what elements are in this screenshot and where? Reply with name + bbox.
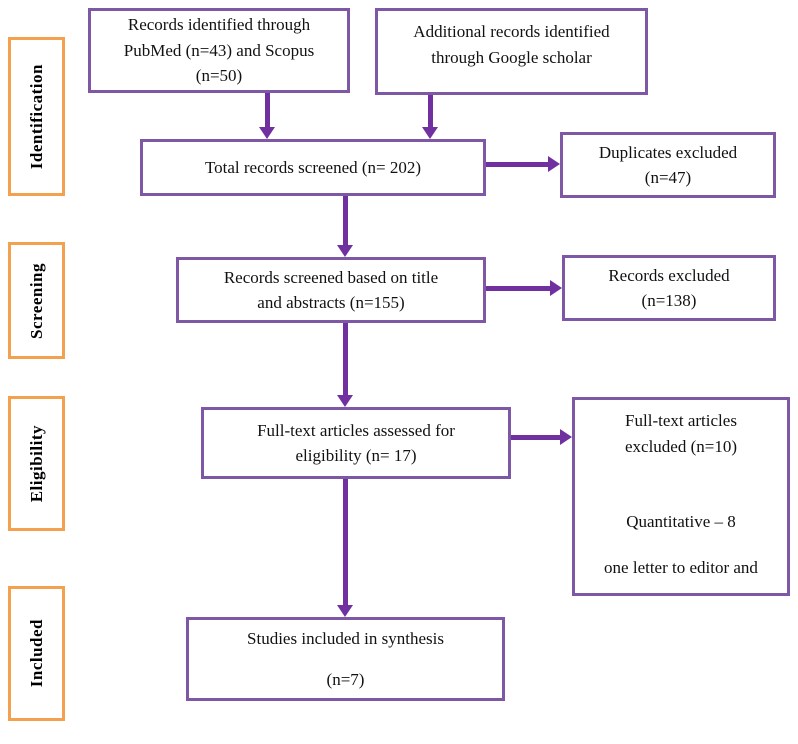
flow-box-duplicates-excluded: Duplicates excluded (n=47): [560, 132, 776, 198]
text-line: (n=50): [195, 66, 243, 86]
stage-included: Included: [8, 586, 65, 721]
arrow-additional-down: [422, 95, 438, 139]
text-line: eligibility (n= 17): [295, 446, 417, 465]
flow-box-fulltext-excluded: Full-text articles excluded (n=10) Quant…: [572, 397, 790, 596]
flow-box-additional-records: Additional records identified through Go…: [375, 8, 648, 95]
arrow-screened-to-excluded: [486, 280, 562, 296]
flow-box-records-screened: Records screened based on title and abst…: [176, 257, 486, 323]
arrow-fulltext-down: [337, 479, 353, 617]
stage-screening: Screening: [8, 242, 65, 359]
text-line: Additional records identified: [413, 22, 610, 41]
text-line: (n=47): [644, 168, 692, 187]
text-line: through Google scholar: [431, 47, 592, 67]
text-line: (n=7): [326, 670, 365, 689]
arrow-fulltext-to-excluded: [511, 429, 572, 445]
text-line: Duplicates excluded: [598, 142, 738, 162]
flow-box-records-identified: Records identified through PubMed (n=43)…: [88, 8, 350, 93]
text-line: Records screened based on title: [223, 267, 439, 287]
flow-box-total-screened: Total records screened (n= 202): [140, 139, 486, 196]
text-line: Records identified through: [127, 15, 311, 35]
text-line: Full-text articles assessed for: [257, 420, 455, 440]
flow-box-fulltext-assessed: Full-text articles assessed for eligibil…: [201, 407, 511, 479]
stage-label: Screening: [26, 262, 46, 339]
text-line: PubMed (n=43) and Scopus: [123, 40, 315, 60]
arrow-total-down: [337, 196, 353, 257]
stage-label: Identification: [26, 63, 46, 170]
arrow-screened-down: [337, 323, 353, 407]
flow-box-studies-included: Studies included in synthesis (n=7): [186, 617, 505, 701]
stage-label: Eligibility: [26, 424, 46, 503]
stage-eligibility: Eligibility: [8, 396, 65, 531]
text-line: and abstracts (n=155): [257, 293, 405, 312]
text-line: (n=138): [641, 291, 697, 310]
stage-label: Included: [26, 619, 46, 688]
text-line: one letter to editor and: [604, 557, 758, 577]
flow-box-records-excluded: Records excluded (n=138): [562, 255, 776, 321]
text-line: Full-text articles: [625, 411, 737, 430]
arrow-identified-down: [259, 93, 275, 139]
text-line: excluded (n=10): [624, 436, 738, 456]
arrow-total-to-duplicates: [486, 156, 560, 172]
stage-identification: Identification: [8, 37, 65, 196]
text-line: Quantitative – 8: [626, 512, 736, 531]
text-line: Studies included in synthesis: [247, 628, 444, 648]
text-line: Records excluded: [608, 265, 730, 285]
text-line: Total records screened (n= 202): [204, 157, 422, 177]
